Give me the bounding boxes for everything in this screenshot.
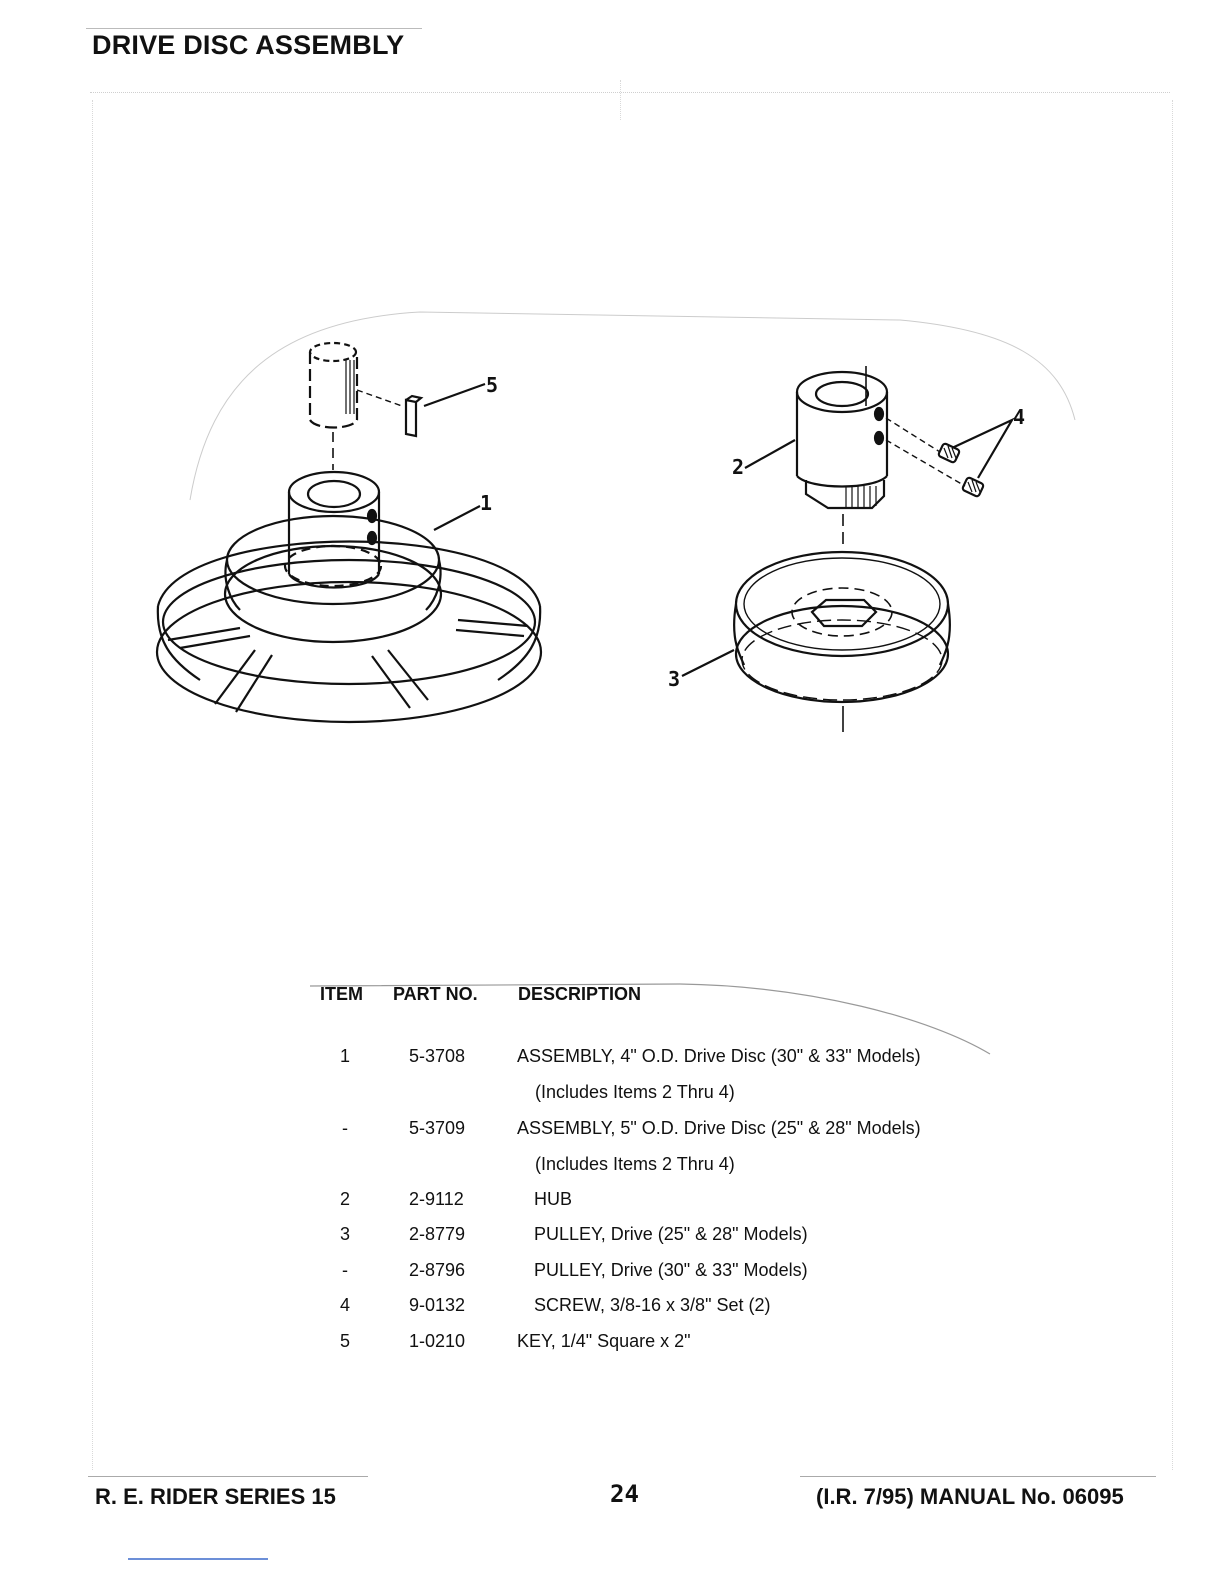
table-row: - 2-8796 PULLEY, Drive (30" & 33" Models… xyxy=(310,1260,1010,1290)
leader-4 xyxy=(951,417,1015,479)
table-row: 5 1-0210 KEY, 1/4" Square x 2" xyxy=(310,1331,1010,1361)
bottom-blue-rule xyxy=(128,1558,268,1560)
footer-manual-number: (I.R. 7/95) MANUAL No. 06095 xyxy=(816,1484,1124,1509)
frame-top-rule xyxy=(90,92,1170,93)
row-item: 1 xyxy=(339,1046,350,1066)
callout-5: 5 xyxy=(486,373,498,397)
row-part-no: 2-8779 xyxy=(409,1224,466,1244)
table-row: 4 9-0132 SCREW, 3/8-16 x 3/8" Set (2) xyxy=(310,1295,1010,1325)
table-row: (Includes Items 2 Thru 4) xyxy=(310,1154,1010,1184)
leader-5 xyxy=(423,382,486,408)
footer-left-rule xyxy=(88,1476,368,1477)
leader-1 xyxy=(433,505,481,531)
callout-1: 1 xyxy=(480,491,492,515)
callout-2: 2 xyxy=(732,455,744,479)
row-part-no: 2-9112 xyxy=(409,1189,464,1209)
row-part-no: 1-0210 xyxy=(409,1331,466,1351)
callout-4: 4 xyxy=(1013,405,1025,429)
row-item: 4 xyxy=(339,1295,350,1315)
table-row: 3 2-8779 PULLEY, Drive (25" & 28" Models… xyxy=(310,1224,1010,1254)
row-description: KEY, 1/4" Square x 2" xyxy=(517,1331,691,1351)
row-description: PULLEY, Drive (30" & 33" Models) xyxy=(534,1260,808,1280)
row-item: 2 xyxy=(339,1189,350,1209)
row-part-no: 9-0132 xyxy=(409,1295,466,1315)
row-description: (Includes Items 2 Thru 4) xyxy=(535,1154,735,1174)
leader-2 xyxy=(744,439,796,469)
footer-series: R. E. RIDER SERIES 15 xyxy=(95,1484,336,1509)
row-part-no: 5-3708 xyxy=(409,1046,466,1066)
row-item: 5 xyxy=(339,1331,350,1351)
frame-divider xyxy=(620,80,621,120)
row-description: HUB xyxy=(534,1189,573,1209)
row-description: PULLEY, Drive (25" & 28" Models) xyxy=(534,1224,808,1244)
key-part xyxy=(356,389,424,438)
row-description: ASSEMBLY, 4" O.D. Drive Disc (30" & 33" … xyxy=(517,1046,921,1066)
callout-3: 3 xyxy=(668,667,680,691)
row-description: (Includes Items 2 Thru 4) xyxy=(535,1082,735,1102)
shaft-part xyxy=(308,341,359,429)
drive-disc-part xyxy=(155,432,543,724)
table-row: (Includes Items 2 Thru 4) xyxy=(310,1082,1010,1112)
row-part-no: 5-3709 xyxy=(409,1118,466,1138)
exploded-view-diagram: 5 1 2 4 3 xyxy=(155,311,1076,732)
title-overline xyxy=(86,28,422,29)
col-header-description: DESCRIPTION xyxy=(518,984,642,1004)
table-header-rule xyxy=(310,983,991,1055)
pulley-part xyxy=(733,550,951,732)
col-header-part-no: PART NO. xyxy=(393,984,478,1004)
row-part-no: 2-8796 xyxy=(409,1260,466,1280)
frame-right-rule xyxy=(1172,100,1173,1470)
leader-3 xyxy=(681,649,735,677)
hub-part xyxy=(795,366,889,550)
table-row: 1 5-3708 ASSEMBLY, 4" O.D. Drive Disc (3… xyxy=(310,1046,1010,1076)
frame-left-rule xyxy=(92,100,93,1470)
set-screw-part xyxy=(885,417,985,498)
col-header-item: ITEM xyxy=(320,984,363,1004)
row-item: - xyxy=(342,1118,348,1138)
footer-right-rule xyxy=(800,1476,1156,1477)
table-row: - 5-3709 ASSEMBLY, 5" O.D. Drive Disc (2… xyxy=(310,1118,1010,1148)
row-description: ASSEMBLY, 5" O.D. Drive Disc (25" & 28" … xyxy=(517,1118,921,1138)
page-title: DRIVE DISC ASSEMBLY xyxy=(92,30,405,60)
table-row: 2 2-9112 HUB xyxy=(310,1189,1010,1219)
row-item: - xyxy=(342,1260,348,1280)
page-number: 24 xyxy=(610,1480,639,1508)
row-item: 3 xyxy=(339,1224,350,1244)
row-description: SCREW, 3/8-16 x 3/8" Set (2) xyxy=(534,1295,771,1315)
